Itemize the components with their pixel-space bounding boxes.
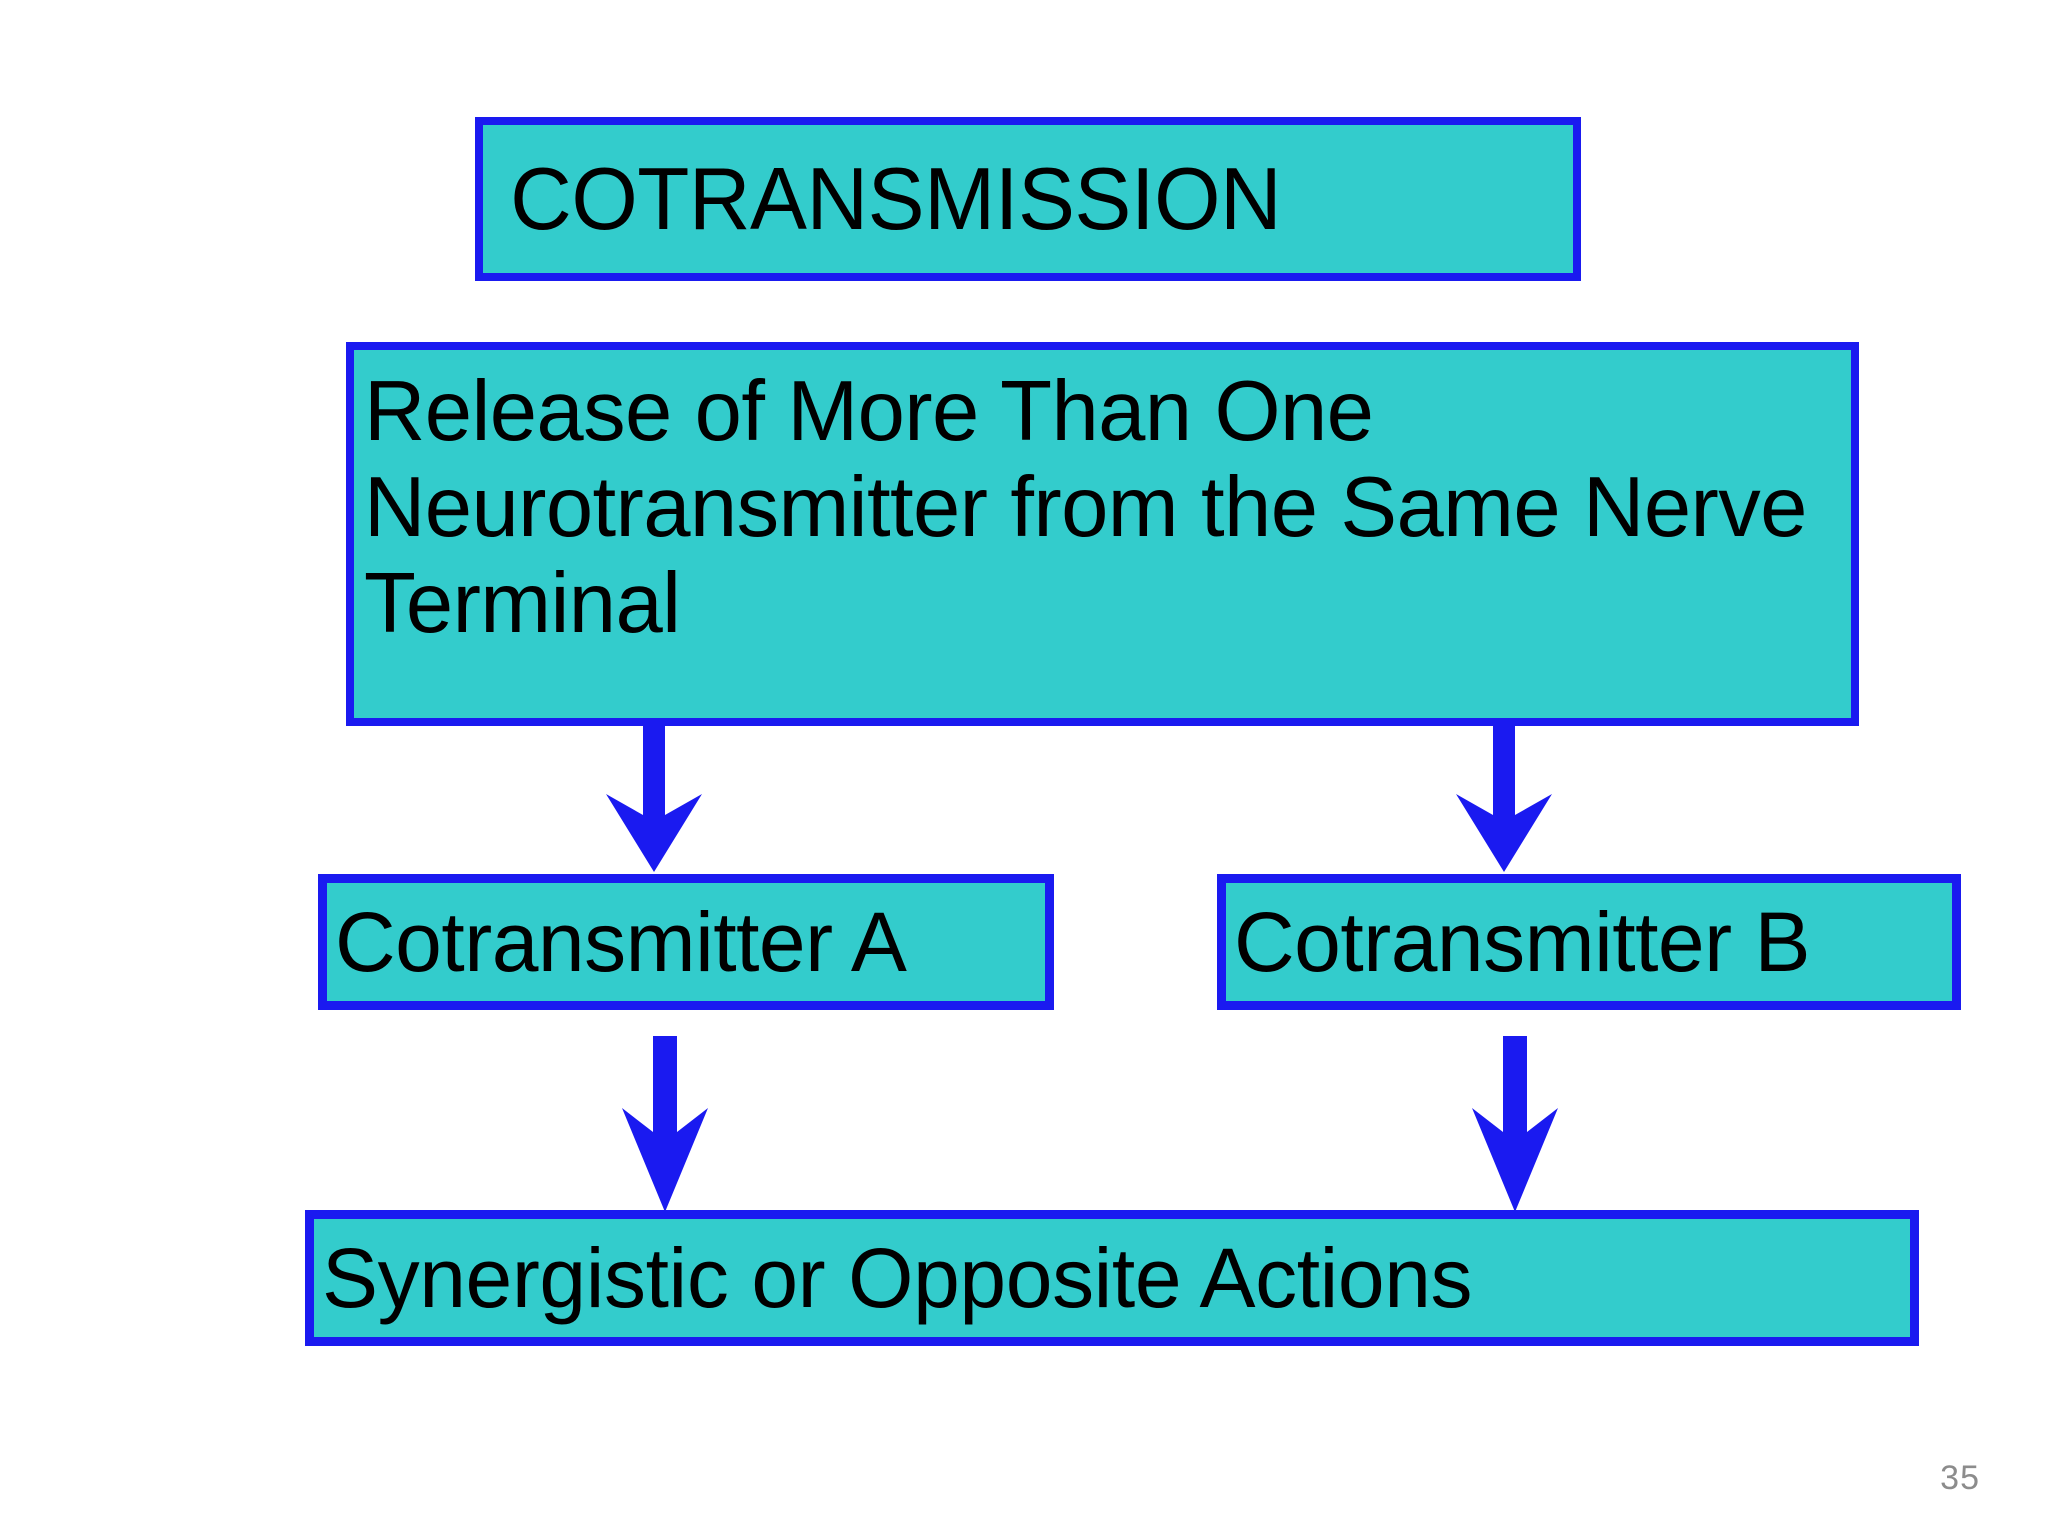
down-arrow-icon: [1472, 1036, 1558, 1212]
cotransmitter-a-label: Cotransmitter A: [335, 894, 907, 989]
title-box[interactable]: COTRANSMISSION: [475, 117, 1581, 281]
outcome-box-label: Synergistic or Opposite Actions: [322, 1230, 1473, 1325]
cotransmitter-b-box[interactable]: Cotransmitter B: [1217, 874, 1961, 1010]
page-number: 35: [1940, 1459, 1980, 1497]
cotransmitter-a-box[interactable]: Cotransmitter A: [318, 874, 1054, 1010]
definition-box[interactable]: Release of More Than One Neurotransmitte…: [346, 342, 1859, 726]
arrow-definition-to-cotransmitter-b: [1456, 722, 1552, 872]
title-box-label: COTRANSMISSION: [510, 148, 1282, 248]
outcome-box[interactable]: Synergistic or Opposite Actions: [305, 1210, 1919, 1346]
arrow-cotransmitter-b-to-outcome: [1472, 1036, 1558, 1212]
definition-box-label: Release of More Than One Neurotransmitte…: [364, 364, 1829, 652]
down-arrow-icon: [622, 1036, 708, 1212]
down-arrow-icon: [606, 722, 702, 872]
down-arrow-icon: [1456, 722, 1552, 872]
cotransmitter-b-label: Cotransmitter B: [1234, 894, 1811, 989]
arrow-cotransmitter-a-to-outcome: [622, 1036, 708, 1212]
arrow-definition-to-cotransmitter-a: [606, 722, 702, 872]
